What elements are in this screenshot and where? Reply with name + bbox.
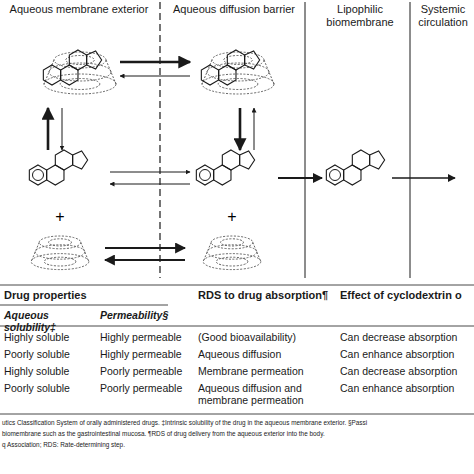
table-heading: Effect of cyclodextrin o [340,289,472,302]
cyclodextrin [203,236,261,270]
equilibrium-arrow [278,177,322,179]
table-cell: Membrane permeation [198,365,336,377]
drug-molecule [201,50,259,85]
column-heading: Aqueous membrane exterior [4,3,154,16]
cyclodextrin [31,236,89,270]
equilibrium-arrow [392,177,455,179]
membrane-divider [410,2,411,278]
table-cell: Poorly permeable [100,365,196,377]
table-rule [0,305,168,306]
column-heading: Systemic circulation [414,3,472,28]
table-cell: Can decrease absorption [340,365,472,377]
table-cell: Poorly soluble [4,382,98,394]
table-cell: Aqueous diffusion [198,348,336,360]
table-cell: Highly soluble [4,365,98,377]
dashed-divider [159,2,160,278]
equilibrium-arrow [105,247,185,249]
column-heading: Lipophilic biomembrane [312,3,408,28]
equilibrium-arrow [120,61,190,64]
footnote: q Association; RDS: Rate-determining ste… [2,441,472,448]
drug-molecule [196,150,254,185]
table-cell: Can enhance absorption [340,348,472,360]
cyclodextrin [202,52,274,94]
table-cell: Poorly soluble [4,348,98,360]
table-cell: Poorly permeable [100,382,196,394]
table-heading: RDS to drug absorption¶ [198,289,338,302]
table-subheading: Permeability§ [100,309,196,321]
footnote: biomembrane such as the gastrointestinal… [2,430,472,437]
table-rule [0,414,474,415]
table-cell: Can enhance absorption [340,382,472,394]
column-heading: Aqueous diffusion barrier [168,3,300,16]
table-rule [0,326,474,327]
table-cell: Highly soluble [4,331,98,343]
drug-molecule [43,50,101,85]
table-cell: Highly permeable [100,331,196,343]
equilibrium-arrow [254,108,255,150]
table-rule [0,285,474,286]
plus-sign: + [55,208,64,225]
membrane-divider [305,2,306,278]
cyclodextrin [44,52,116,94]
table-cell: Aqueous diffusion and membrane permeatio… [198,382,336,406]
table-subheading: Aqueous solubility‡ [4,309,100,333]
table-cell: Highly permeable [100,348,196,360]
equilibrium-arrow [120,76,190,77]
equilibrium-arrow [110,184,190,185]
table-cell: (Good bioavailability) [198,331,336,343]
table-cell: Can decrease absorption [340,331,472,343]
equilibrium-arrow [239,108,242,150]
drug-molecule [326,150,384,185]
equilibrium-arrow [110,172,190,173]
drug-molecule [29,150,87,185]
footnote: utics Classification System of orally ad… [2,419,472,426]
equilibrium-arrow [105,259,185,261]
equilibrium-arrow [47,108,50,150]
equilibrium-arrow [62,108,63,150]
table-heading: Drug properties [4,289,164,302]
plus-sign: + [227,208,236,225]
